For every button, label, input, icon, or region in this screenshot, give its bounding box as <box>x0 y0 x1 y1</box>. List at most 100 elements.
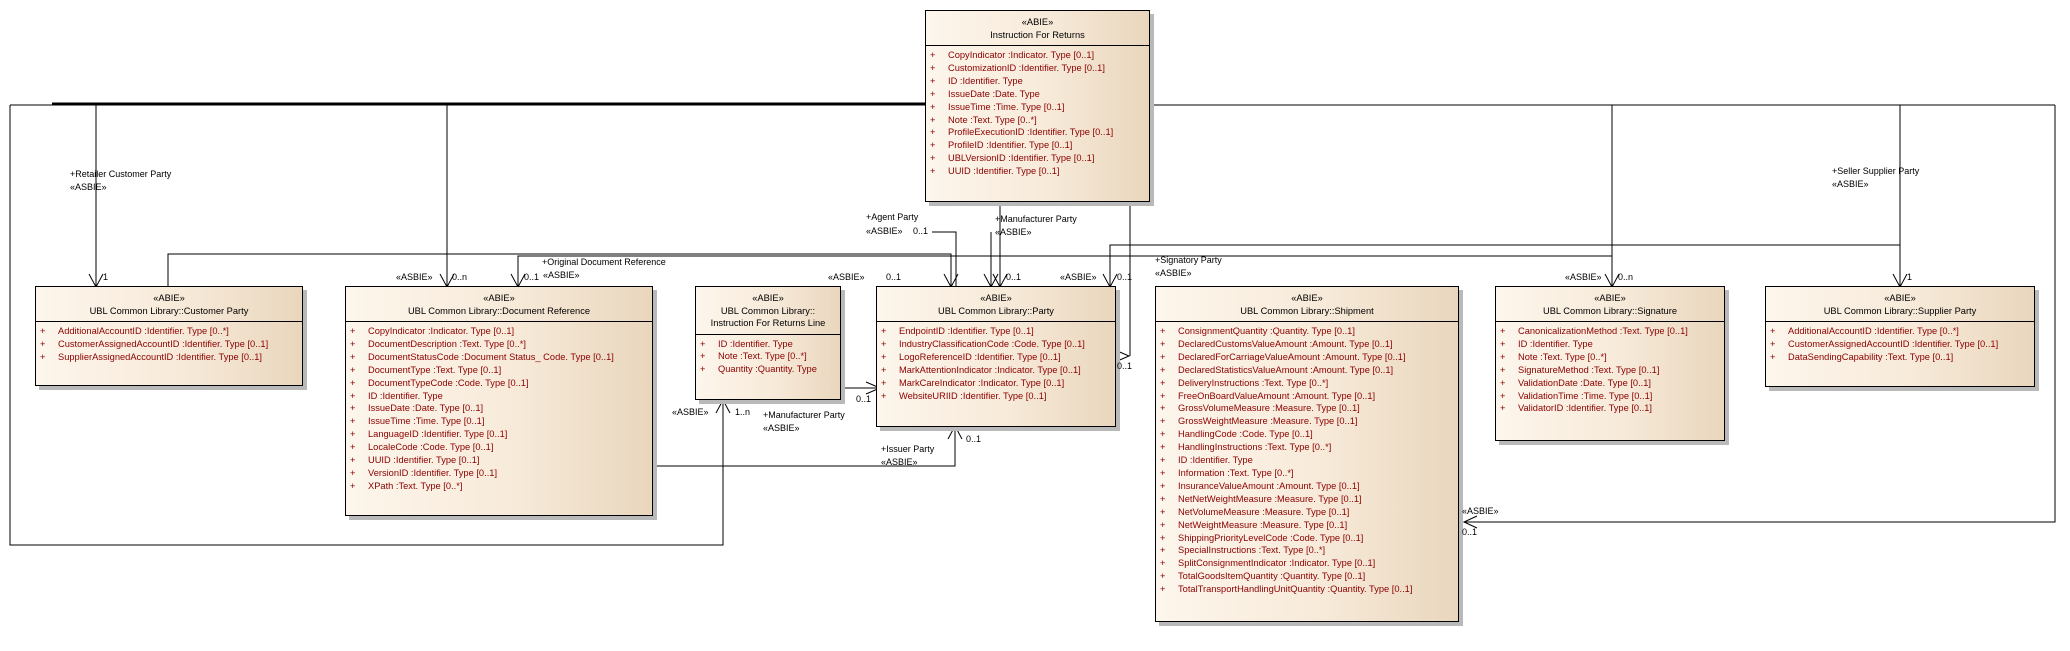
attribute-row[interactable]: +SpecialInstructions :Text. Type [0..*] <box>1160 544 1458 557</box>
attribute-row[interactable]: +DocumentDescription :Text. Type [0..*] <box>350 338 652 351</box>
attribute-row[interactable]: +NetNetWeightMeasure :Measure. Type [0..… <box>1160 493 1458 506</box>
class-supplier-party[interactable]: «ABIE» UBL Common Library::Supplier Part… <box>1765 286 2035 387</box>
class-instruction-for-returns-line[interactable]: «ABIE» UBL Common Library:: Instruction … <box>695 286 841 400</box>
attribute-row[interactable]: +HandlingCode :Code. Type [0..1] <box>1160 428 1458 441</box>
attribute-row[interactable]: +LogoReferenceID :Identifier. Type [0..1… <box>881 351 1115 364</box>
attribute-row[interactable]: +DeclaredStatisticsValueAmount :Amount. … <box>1160 364 1458 377</box>
attribute-row[interactable]: +DataSendingCapability :Text. Type [0..1… <box>1770 351 2034 364</box>
connector-issuer-party[interactable] <box>653 427 956 467</box>
attribute-row[interactable]: +ID :Identifier. Type <box>1160 454 1458 467</box>
attribute-row[interactable]: +NetWeightMeasure :Measure. Type [0..1] <box>1160 519 1458 532</box>
connector-party-right[interactable] <box>1109 244 1900 286</box>
attribute-row[interactable]: +MarkAttentionIndicator :Indicator. Type… <box>881 364 1115 377</box>
class-document-reference[interactable]: «ABIE» UBL Common Library::Document Refe… <box>345 286 653 516</box>
attribute-row[interactable]: +FreeOnBoardValueAmount :Amount. Type [0… <box>1160 390 1458 403</box>
label-agent-multiplicity: 0..1 <box>913 226 929 236</box>
attribute-row[interactable]: +ValidationDate :Date. Type [0..1] <box>1500 377 1724 390</box>
visibility-public: + <box>350 442 356 453</box>
attribute-row[interactable]: +ID :Identifier. Type <box>350 390 652 403</box>
attribute-row[interactable]: +GrossWeightMeasure :Measure. Type [0..1… <box>1160 415 1458 428</box>
attribute-row[interactable]: +Quantity :Quantity. Type <box>700 363 840 376</box>
visibility-public: + <box>350 403 356 414</box>
class-signature[interactable]: «ABIE» UBL Common Library::Signature +Ca… <box>1495 286 1725 441</box>
attribute-text: CanonicalizationMethod :Text. Type [0..1… <box>1518 326 1688 336</box>
attribute-row[interactable]: +DocumentStatusCode :Document Status_ Co… <box>350 351 652 364</box>
attribute-row[interactable]: +GrossVolumeMeasure :Measure. Type [0..1… <box>1160 402 1458 415</box>
class-shipment[interactable]: «ABIE» UBL Common Library::Shipment +Con… <box>1155 286 1459 622</box>
attribute-row[interactable]: +ID :Identifier. Type <box>700 338 840 351</box>
connector-agent-party-up[interactable] <box>932 231 957 286</box>
attribute-row[interactable]: +UBLVersionID :Identifier. Type [0..1] <box>930 152 1149 165</box>
attribute-row[interactable]: +IssueTime :Time. Type [0..1] <box>930 101 1149 114</box>
visibility-public: + <box>350 338 356 349</box>
attribute-row[interactable]: +DeclaredCustomsValueAmount :Amount. Typ… <box>1160 338 1458 351</box>
connector-outer-loop-line[interactable] <box>9 105 724 546</box>
attribute-row[interactable]: +CopyIndicator :Indicator. Type [0..1] <box>930 49 1149 62</box>
attribute-row[interactable]: +ValidationTime :Time. Type [0..1] <box>1500 390 1724 403</box>
attribute-list: +CopyIndicator :Indicator. Type [0..1]+D… <box>346 322 652 493</box>
attribute-row[interactable]: +MarkCareIndicator :Indicator. Type [0..… <box>881 377 1115 390</box>
attribute-row[interactable]: +SplitConsignmentIndicator :Indicator. T… <box>1160 557 1458 570</box>
attribute-row[interactable]: +SignatureMethod :Text. Type [0..1] <box>1500 364 1724 377</box>
attribute-row[interactable]: +UUID :Identifier. Type [0..1] <box>350 454 652 467</box>
attribute-row[interactable]: +CustomizationID :Identifier. Type [0..1… <box>930 62 1149 75</box>
attribute-row[interactable]: +LocaleCode :Code. Type [0..1] <box>350 441 652 454</box>
attribute-row[interactable]: +LanguageID :Identifier. Type [0..1] <box>350 428 652 441</box>
attribute-row[interactable]: +ShippingPriorityLevelCode :Code. Type [… <box>1160 532 1458 545</box>
attribute-row[interactable]: +ValidatorID :Identifier. Type [0..1] <box>1500 402 1724 415</box>
attribute-row[interactable]: +ID :Identifier. Type <box>930 75 1149 88</box>
visibility-public: + <box>930 140 936 151</box>
attribute-row[interactable]: +XPath :Text. Type [0..*] <box>350 480 652 493</box>
attribute-row[interactable]: +IssueTime :Time. Type [0..1] <box>350 415 652 428</box>
class-party[interactable]: «ABIE» UBL Common Library::Party +Endpoi… <box>876 286 1116 427</box>
attribute-row[interactable]: +UUID :Identifier. Type [0..1] <box>930 165 1149 178</box>
attribute-row[interactable]: +DeliveryInstructions :Text. Type [0..*] <box>1160 377 1458 390</box>
attribute-row[interactable]: +Information :Text. Type [0..*] <box>1160 467 1458 480</box>
visibility-public: + <box>930 127 936 138</box>
attribute-text: IssueDate :Date. Type <box>948 88 1040 99</box>
attribute-row[interactable]: +SupplierAssignedAccountID :Identifier. … <box>40 351 302 364</box>
attribute-row[interactable]: +Note :Text. Type [0..*] <box>1500 351 1724 364</box>
attribute-row[interactable]: +TotalGoodsItemQuantity :Quantity. Type … <box>1160 570 1458 583</box>
visibility-public: + <box>1160 351 1166 362</box>
visibility-public: + <box>1770 338 1776 349</box>
attribute-row[interactable]: +NetVolumeMeasure :Measure. Type [0..1] <box>1160 506 1458 519</box>
attribute-row[interactable]: +WebsiteURIID :Identifier. Type [0..1] <box>881 390 1115 403</box>
attribute-text: DeclaredCustomsValueAmount :Amount. Type… <box>1178 338 1393 349</box>
attribute-row[interactable]: +ProfileID :Identifier. Type [0..1] <box>930 139 1149 152</box>
attribute-row[interactable]: +AdditionalAccountID :Identifier. Type [… <box>1770 325 2034 338</box>
attribute-row[interactable]: +AdditionalAccountID :Identifier. Type [… <box>40 325 302 338</box>
attribute-row[interactable]: +TotalTransportHandlingUnitQuantity :Qua… <box>1160 583 1458 596</box>
attribute-text: ID :Identifier. Type <box>1518 338 1593 349</box>
attribute-row[interactable]: +IssueDate :Date. Type <box>930 88 1149 101</box>
attribute-row[interactable]: +CustomerAssignedAccountID :Identifier. … <box>1770 338 2034 351</box>
class-customer-party[interactable]: «ABIE» UBL Common Library::Customer Part… <box>35 286 303 386</box>
connector-signatory-party[interactable] <box>1129 255 1612 356</box>
attribute-row[interactable]: +Note :Text. Type [0..*] <box>700 350 840 363</box>
attribute-row[interactable]: +HandlingInstructions :Text. Type [0..*] <box>1160 441 1458 454</box>
attribute-row[interactable]: +IndustryClassificationCode :Code. Type … <box>881 338 1115 351</box>
attribute-row[interactable]: +DocumentTypeCode :Code. Type [0..1] <box>350 377 652 390</box>
connector-customer-party[interactable] <box>167 253 952 286</box>
attribute-text: DeclaredForCarriageValueAmount :Amount. … <box>1178 351 1406 362</box>
attribute-row[interactable]: +EndpointID :Identifier. Type [0..1] <box>881 325 1115 338</box>
attribute-text: ValidationDate :Date. Type [0..1] <box>1518 377 1651 388</box>
connector-shipment[interactable] <box>1465 105 2056 523</box>
attribute-text: SplitConsignmentIndicator :Indicator. Ty… <box>1178 558 1376 569</box>
attribute-row[interactable]: +Note :Text. Type [0..*] <box>930 114 1149 127</box>
label-agent-role: +Agent Party <box>866 212 919 222</box>
attribute-row[interactable]: +ProfileExecutionID :Identifier. Type [0… <box>930 126 1149 139</box>
class-instruction-for-returns[interactable]: «ABIE» Instruction For Returns +CopyIndi… <box>925 10 1150 202</box>
attribute-row[interactable]: +ConsignmentQuantity :Quantity. Type [0.… <box>1160 325 1458 338</box>
label-signatory-role: +Signatory Party <box>1155 255 1222 265</box>
attribute-row[interactable]: +CopyIndicator :Indicator. Type [0..1] <box>350 325 652 338</box>
attribute-row[interactable]: +VersionID :Identifier. Type [0..1] <box>350 467 652 480</box>
attribute-row[interactable]: +IssueDate :Date. Type [0..1] <box>350 402 652 415</box>
attribute-row[interactable]: +InsuranceValueAmount :Amount. Type [0..… <box>1160 480 1458 493</box>
attribute-row[interactable]: +ID :Identifier. Type <box>1500 338 1724 351</box>
attribute-row[interactable]: + DeclaredForCarriageValueAmount :Amount.… <box>1160 351 1458 364</box>
attribute-row[interactable]: +DocumentType :Text. Type [0..1] <box>350 364 652 377</box>
attribute-row[interactable]: +CustomerAssignedAccountID :Identifier. … <box>40 338 302 351</box>
visibility-public: + <box>1160 442 1166 453</box>
attribute-row[interactable]: +CanonicalizationMethod :Text. Type [0..… <box>1500 325 1724 338</box>
